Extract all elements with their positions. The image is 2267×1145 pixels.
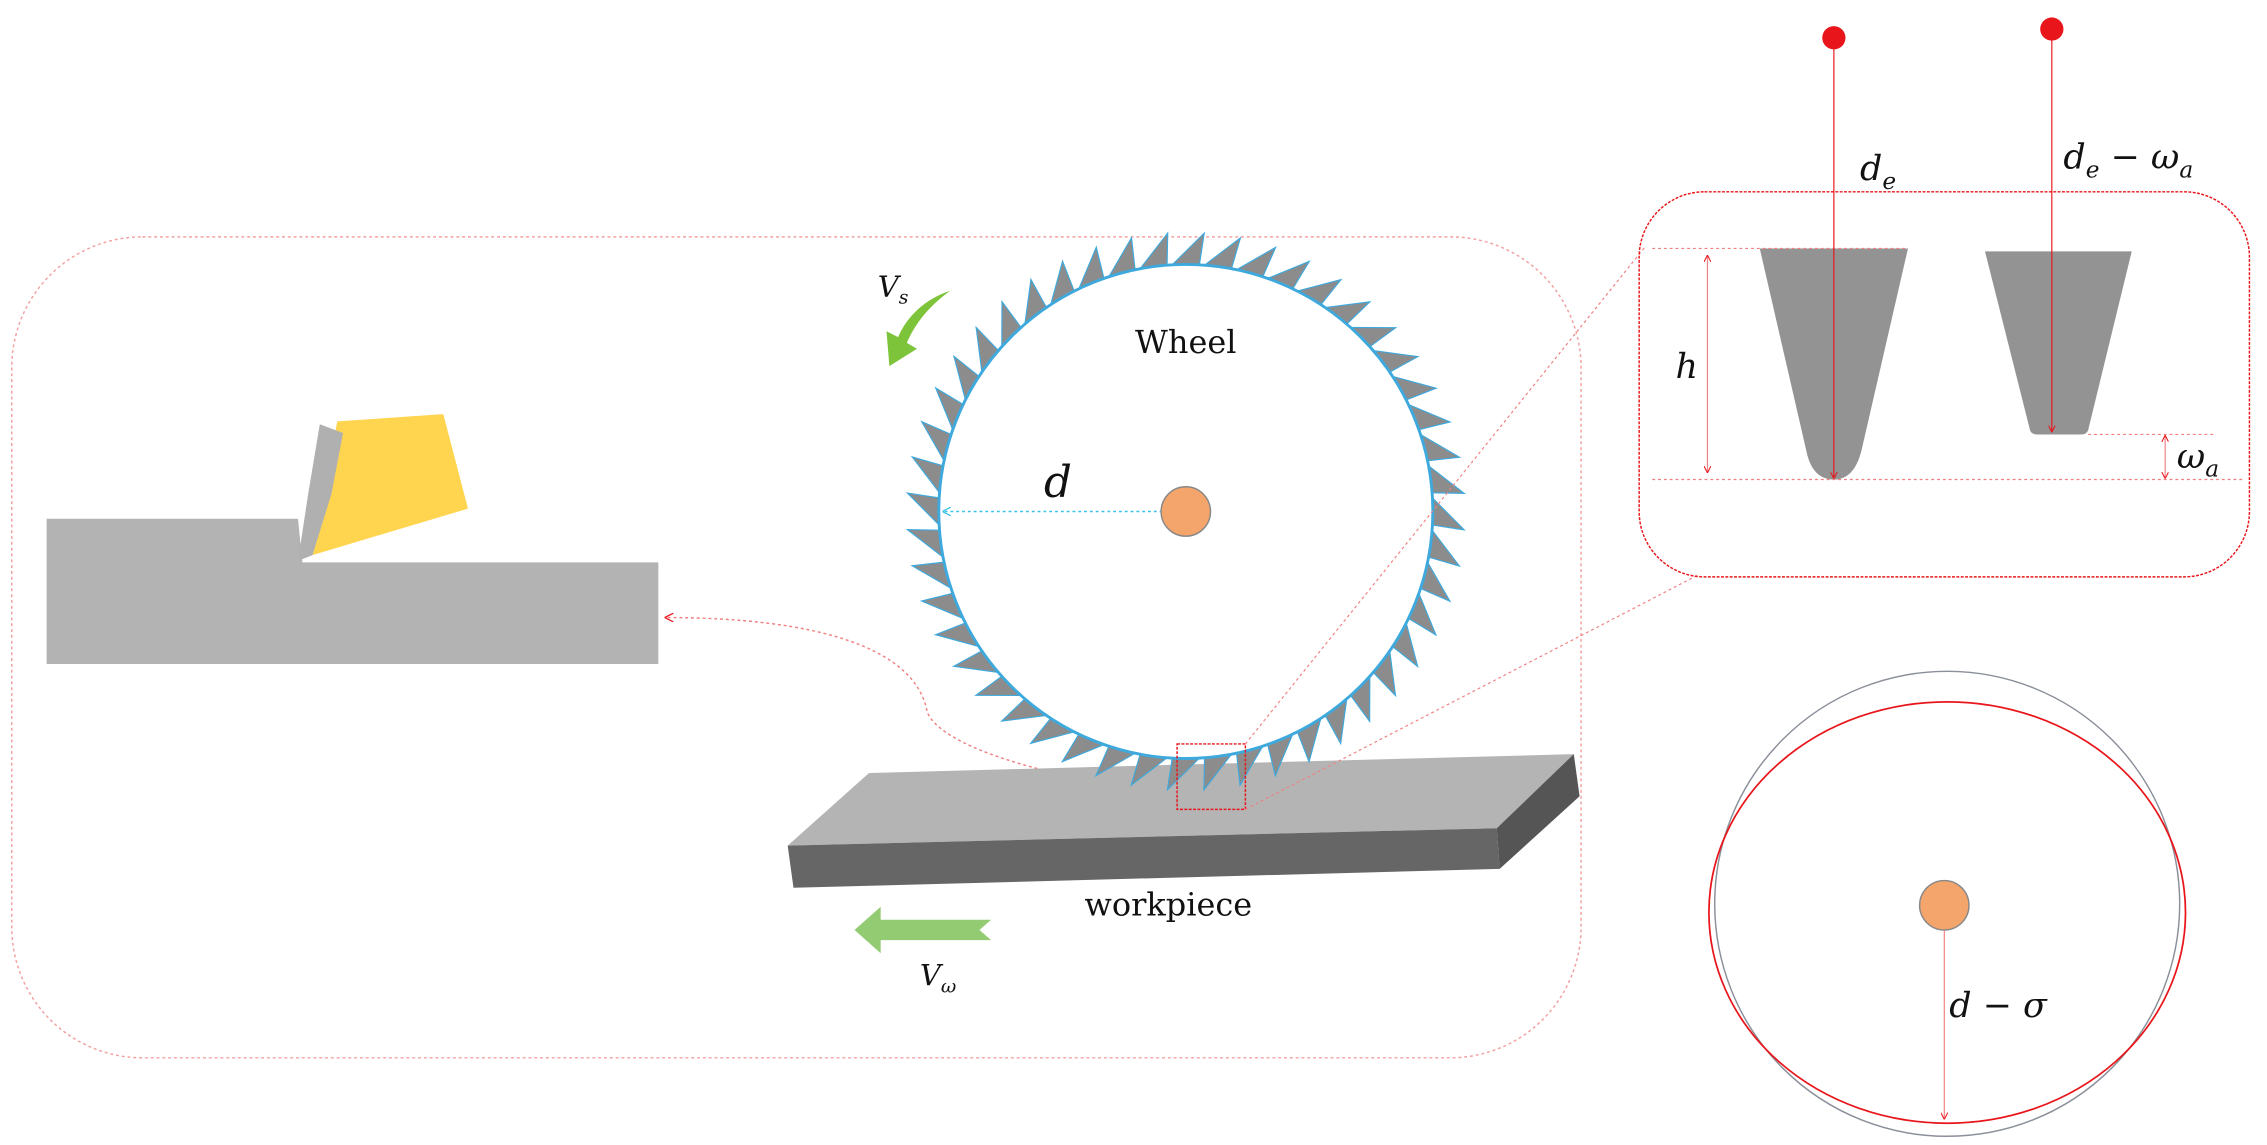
abrasive-grain-tooth <box>1427 464 1466 494</box>
chip <box>297 424 344 561</box>
tool-insert <box>312 414 469 556</box>
original-wheel-outline <box>1713 670 2181 1138</box>
grain-detail-box <box>1638 191 2251 578</box>
bar <box>46 518 659 665</box>
grain-depth-label: de <box>1860 149 1896 195</box>
wheel-rotation-arrow <box>886 290 951 367</box>
work-feed-arrow <box>854 906 992 954</box>
zoom-region <box>1176 743 1247 811</box>
worn-grain-center-dot <box>2040 17 2064 41</box>
abrasive-grain-tooth <box>1203 236 1242 270</box>
zoom-guide-top <box>1244 246 1646 745</box>
abrasive-grain-tooth <box>905 492 940 527</box>
radius-label: d <box>1044 458 1072 508</box>
height-label: h <box>1675 347 1697 387</box>
workpiece <box>787 754 1580 888</box>
worn-wheel-outline <box>1708 700 2187 1125</box>
cutting-setup <box>46 414 659 665</box>
abrasive-grain-tooth <box>1427 528 1461 568</box>
abrasive-grain-tooth <box>1431 496 1466 531</box>
abrasive-grain-tooth <box>910 455 944 495</box>
wheel-label: Wheel <box>1135 323 1236 361</box>
reduced-radius-label: d − σ <box>1949 986 2048 1026</box>
wheel-speed-label: Vs <box>878 269 909 308</box>
wheel-hub <box>1160 486 1212 537</box>
wear-label: ωa <box>2177 437 2219 483</box>
main-frame <box>11 236 1582 1059</box>
wheel <box>905 231 1466 792</box>
worn-depth-label: de − ωa <box>2063 138 2193 184</box>
wheel-teeth <box>905 231 1466 792</box>
abrasive-grain-tooth <box>905 528 944 559</box>
work-speed-label: Vω <box>920 958 956 997</box>
worn-wheel-hub <box>1918 879 1970 931</box>
abrasive-grain-tooth <box>1138 231 1169 270</box>
grain-center-dot <box>1822 26 1846 50</box>
grain-worn <box>1984 251 2132 435</box>
abrasive-grain-tooth <box>1170 231 1206 266</box>
workpiece-label: workpiece <box>1085 885 1253 923</box>
